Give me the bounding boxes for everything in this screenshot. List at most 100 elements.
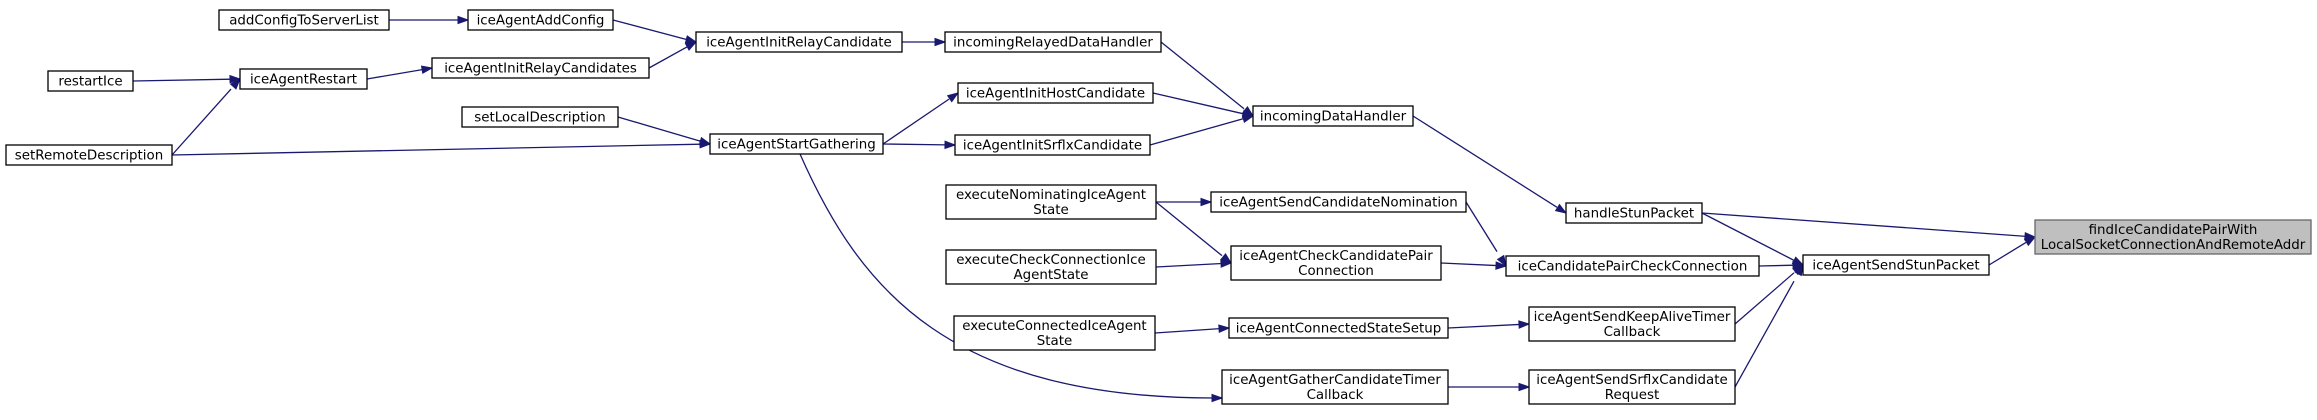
- edge-handle-stun-packet-to-ice-agent-send-stun-packet: [1701, 212, 1795, 261]
- node-box: [1221, 369, 1449, 405]
- node-label-line: handleStunPacket: [1574, 207, 1694, 222]
- edge-ice-agent-init-host-candidate-to-incoming-data-handler: [1152, 92, 1245, 115]
- node-box: [5, 144, 173, 166]
- edge-arrowhead: [229, 77, 241, 90]
- node-box: [1565, 202, 1703, 224]
- node-ice-agent-init-host-candidate[interactable]: iceAgentInitHostCandidate: [957, 82, 1154, 104]
- edge-handle-stun-packet-to-find-ice-candidate-pair-with-local-socket-connection-and-remote-addr: [1701, 212, 2027, 237]
- edge-ice-agent-restart-to-ice-agent-init-relay-candidates: [366, 68, 424, 80]
- node-label-line: iceAgentInitHostCandidate: [966, 87, 1145, 102]
- node-restart-ice[interactable]: restartIce: [47, 70, 134, 92]
- edge-ice-agent-add-config-to-ice-agent-init-relay-candidate: [612, 19, 688, 41]
- node-set-remote-description[interactable]: setRemoteDescription: [5, 144, 173, 166]
- edge-ice-agent-check-candidate-pair-connection-to-ice-candidate-pair-check-connection: [1440, 262, 1498, 267]
- node-ice-agent-init-relay-candidates[interactable]: iceAgentInitRelayCandidates: [431, 57, 650, 79]
- node-label-line: setRemoteDescription: [15, 149, 163, 164]
- node-box: [954, 134, 1151, 156]
- node-label-line: incomingDataHandler: [1260, 110, 1407, 125]
- edge-arrowhead: [946, 92, 960, 103]
- node-box: [467, 9, 614, 31]
- node-ice-candidate-pair-check-connection[interactable]: iceCandidatePairCheckConnection: [1505, 255, 1760, 277]
- node-box: [1528, 369, 1736, 405]
- node-label-line: setLocalDescription: [474, 111, 605, 126]
- node-find-ice-candidate-pair-with-local-socket-connection-and-remote-addr[interactable]: findIceCandidatePairWithLocalSocketConne…: [2034, 219, 2312, 255]
- edge-ice-agent-start-gathering-to-ice-agent-gather-candidate-timer-callback: [799, 153, 1223, 399]
- node-box: [47, 70, 134, 92]
- edge-arrowhead: [1518, 320, 1531, 329]
- node-box: [431, 57, 650, 79]
- node-box: [945, 249, 1157, 285]
- node-label-line: executeCheckConnectionIce: [956, 253, 1146, 268]
- node-box: [1228, 317, 1449, 339]
- node-box: [1252, 105, 1414, 127]
- edge-incoming-data-handler-to-handle-stun-packet: [1412, 115, 1558, 208]
- node-label-line: AgentState: [1013, 268, 1088, 283]
- edge-ice-agent-init-srflx-candidate-to-incoming-data-handler: [1149, 117, 1245, 146]
- node-ice-agent-init-srflx-candidate[interactable]: iceAgentInitSrflxCandidate: [954, 134, 1151, 156]
- edge-arrowhead: [684, 41, 698, 51]
- edge-arrowhead: [1496, 254, 1507, 268]
- node-label-line: iceAgentGatherCandidateTimer: [1229, 373, 1441, 388]
- node-label-line: Callback: [1604, 325, 1661, 340]
- edge-arrowhead: [1495, 261, 1508, 270]
- node-label-line: iceAgentCheckCandidatePair: [1239, 249, 1433, 264]
- node-layer: addConfigToServerList iceAgentAddConfig ic…: [5, 9, 2312, 405]
- edge-arrowhead: [1200, 197, 1213, 207]
- edge-ice-agent-send-keep-alive-timer-callback-to-ice-agent-send-stun-packet: [1734, 272, 1795, 325]
- node-box: [218, 9, 390, 31]
- edge-arrowhead: [1241, 114, 1255, 123]
- node-label-line: iceAgentConnectedStateSetup: [1236, 322, 1441, 337]
- edge-arrowhead: [2023, 236, 2037, 247]
- node-label-line: Request: [1605, 388, 1659, 403]
- node-add-config-to-server-list[interactable]: addConfigToServerList: [218, 9, 390, 31]
- edge-ice-agent-send-srflx-candidate-request-to-ice-agent-send-stun-packet: [1734, 280, 1795, 388]
- edge-arrowhead: [1518, 382, 1531, 392]
- node-label-line: findIceCandidatePairWith: [2089, 223, 2258, 238]
- node-ice-agent-send-stun-packet[interactable]: iceAgentSendStunPacket: [1802, 254, 1990, 276]
- node-label-line: Connection: [1298, 264, 1374, 279]
- node-label-line: State: [1033, 203, 1068, 218]
- node-incoming-relayed-data-handler[interactable]: incomingRelayedDataHandler: [944, 31, 1162, 53]
- node-label-line: executeNominatingIceAgent: [956, 188, 1146, 203]
- node-box: [1230, 245, 1442, 281]
- edge-layer: [132, 15, 2037, 403]
- node-label-line: iceAgentAddConfig: [477, 14, 605, 29]
- node-ice-agent-send-candidate-nomination[interactable]: iceAgentSendCandidateNomination: [1210, 191, 1467, 213]
- node-set-local-description[interactable]: setLocalDescription: [461, 106, 619, 128]
- node-ice-agent-start-gathering[interactable]: iceAgentStartGathering: [709, 133, 884, 155]
- node-label-line: iceAgentInitRelayCandidates: [444, 62, 637, 77]
- node-ice-agent-init-relay-candidate[interactable]: iceAgentInitRelayCandidate: [695, 31, 903, 53]
- node-box: [709, 133, 884, 155]
- node-label-line: iceAgentSendStunPacket: [1812, 259, 1979, 274]
- node-ice-agent-add-config[interactable]: iceAgentAddConfig: [467, 9, 614, 31]
- node-ice-agent-restart[interactable]: iceAgentRestart: [239, 68, 368, 90]
- edge-arrowhead: [1218, 324, 1231, 334]
- edge-ice-agent-send-candidate-nomination-to-ice-candidate-pair-check-connection: [1465, 201, 1498, 252]
- node-label-line: iceAgentStartGathering: [717, 138, 875, 153]
- node-label-line: iceAgentSendKeepAliveTimer: [1534, 310, 1731, 325]
- edge-ice-agent-send-stun-packet-to-find-ice-candidate-pair-with-local-socket-connection-and-remote-addr: [1988, 241, 2027, 266]
- node-ice-agent-connected-state-setup[interactable]: iceAgentConnectedStateSetup: [1228, 317, 1449, 339]
- edge-arrowhead: [229, 74, 242, 84]
- node-label-line: executeConnectedIceAgent: [962, 319, 1146, 334]
- node-label-line: iceCandidatePairCheckConnection: [1518, 260, 1748, 275]
- node-label-line: LocalSocketConnectionAndRemoteAddr: [2041, 238, 2306, 253]
- node-box: [1528, 306, 1736, 342]
- node-label-line: iceAgentRestart: [250, 73, 357, 88]
- node-incoming-data-handler[interactable]: incomingDataHandler: [1252, 105, 1414, 127]
- edge-set-remote-description-to-ice-agent-restart: [171, 88, 232, 156]
- node-label-line: State: [1037, 334, 1072, 349]
- node-handle-stun-packet[interactable]: handleStunPacket: [1565, 202, 1703, 224]
- node-label-line: iceAgentSendSrflxCandidate: [1536, 373, 1728, 388]
- edge-set-local-description-to-ice-agent-start-gathering: [617, 116, 702, 142]
- edge-incoming-relayed-data-handler-to-incoming-data-handler: [1160, 41, 1245, 110]
- node-label-line: restartIce: [58, 75, 122, 90]
